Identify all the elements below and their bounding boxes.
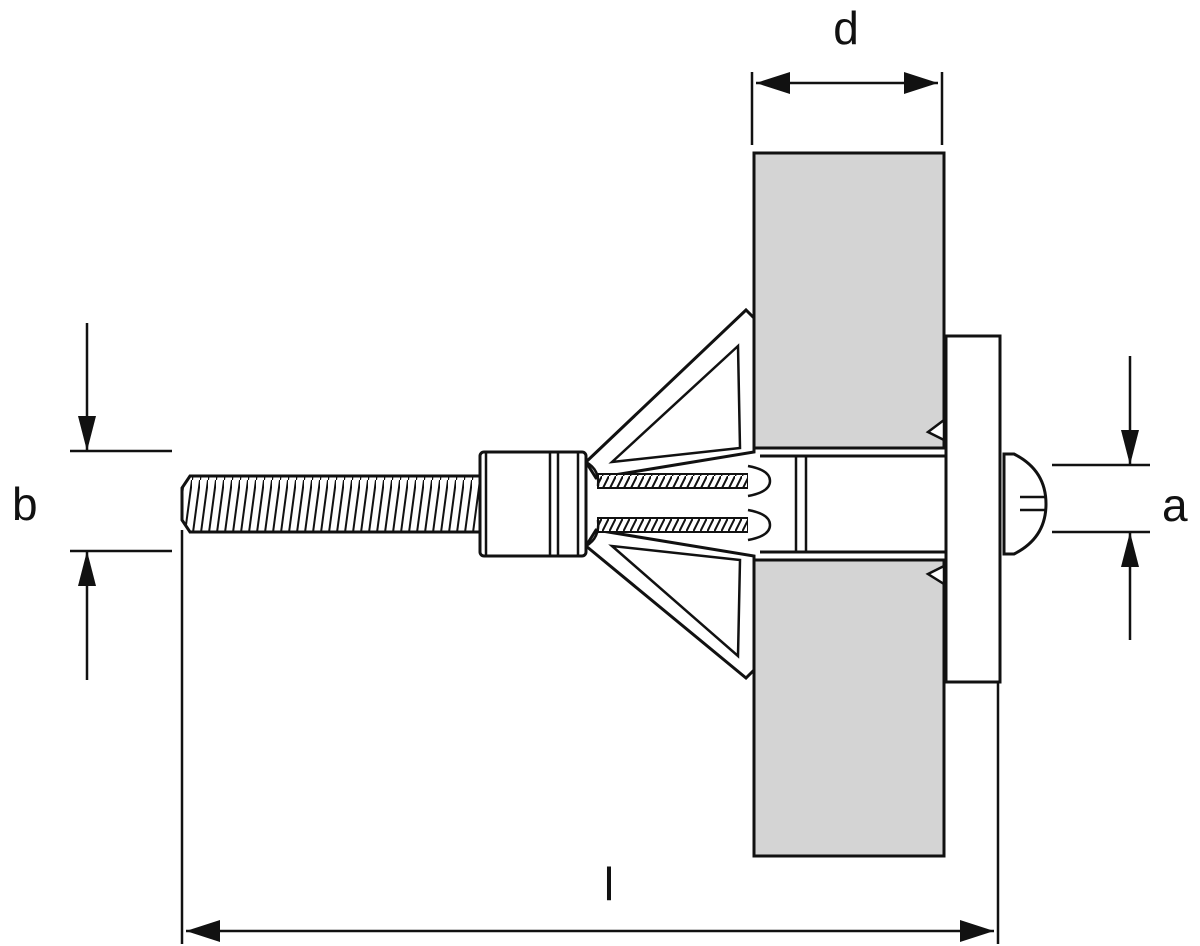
dimension-b: b <box>12 323 172 680</box>
anchor-leg-lower <box>584 528 756 681</box>
dimension-d: d <box>750 2 944 145</box>
screw-head <box>1002 452 1048 556</box>
label-d: d <box>833 2 859 54</box>
label-l: l <box>604 858 614 910</box>
dimension-l: l <box>180 530 1000 944</box>
anchor-flange <box>944 334 1002 684</box>
wall-block-upper <box>752 151 946 450</box>
washer-tooth-upper <box>925 417 946 443</box>
anchor-sleeve <box>760 454 946 554</box>
label-a: a <box>1162 479 1188 531</box>
label-b: b <box>12 478 38 530</box>
screw-thread-inner <box>585 460 772 548</box>
wall-block-lower <box>752 558 946 858</box>
washer-tooth-lower <box>925 563 946 587</box>
anchor-collar <box>478 450 588 558</box>
wall-panel <box>752 151 946 858</box>
screw-shaft <box>180 474 482 534</box>
anchor-leg-upper <box>584 307 756 480</box>
dimension-a: a <box>1052 356 1188 640</box>
